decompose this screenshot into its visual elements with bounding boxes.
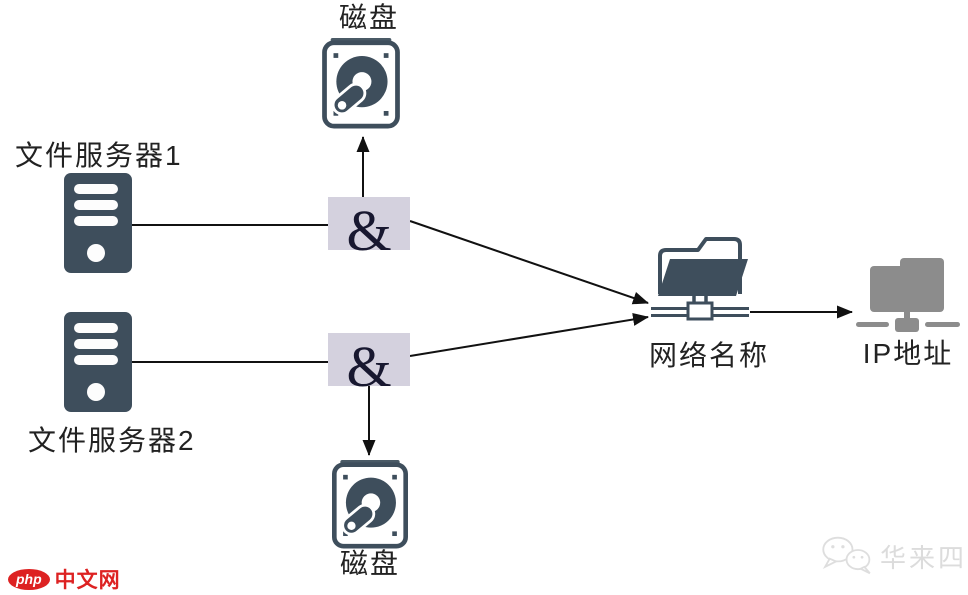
wechat-icon bbox=[818, 534, 876, 576]
php-logo-badge: php bbox=[8, 568, 50, 590]
network-folder-icon bbox=[650, 232, 750, 324]
file-server-2-label: 文件服务器2 bbox=[28, 425, 196, 456]
wechat-account-name: 华来四 bbox=[880, 543, 968, 573]
network-name-label: 网络名称 bbox=[649, 340, 770, 371]
arrow-and2-to-network bbox=[409, 313, 649, 357]
ip-address-label: IP地址 bbox=[862, 338, 954, 369]
arrow-and1-to-network bbox=[409, 220, 649, 305]
disk-top-label: 磁盘 bbox=[338, 2, 399, 33]
server-tower-icon bbox=[64, 173, 132, 273]
file-server-1-label: 文件服务器1 bbox=[15, 140, 183, 171]
ampersand-symbol: & bbox=[346, 333, 392, 399]
php-cn-logo: php 中文网 bbox=[8, 564, 121, 594]
hard-disk-icon bbox=[322, 38, 400, 129]
ampersand-symbol: & bbox=[346, 197, 392, 263]
ip-folder-icon bbox=[854, 254, 962, 336]
hard-disk-icon bbox=[332, 460, 408, 549]
disk-bottom-label: 磁盘 bbox=[339, 548, 400, 579]
php-logo-text: 中文网 bbox=[54, 569, 121, 592]
and-join-1: & bbox=[328, 197, 410, 260]
server-tower-icon bbox=[64, 312, 132, 412]
and-join-2: & bbox=[328, 333, 410, 396]
